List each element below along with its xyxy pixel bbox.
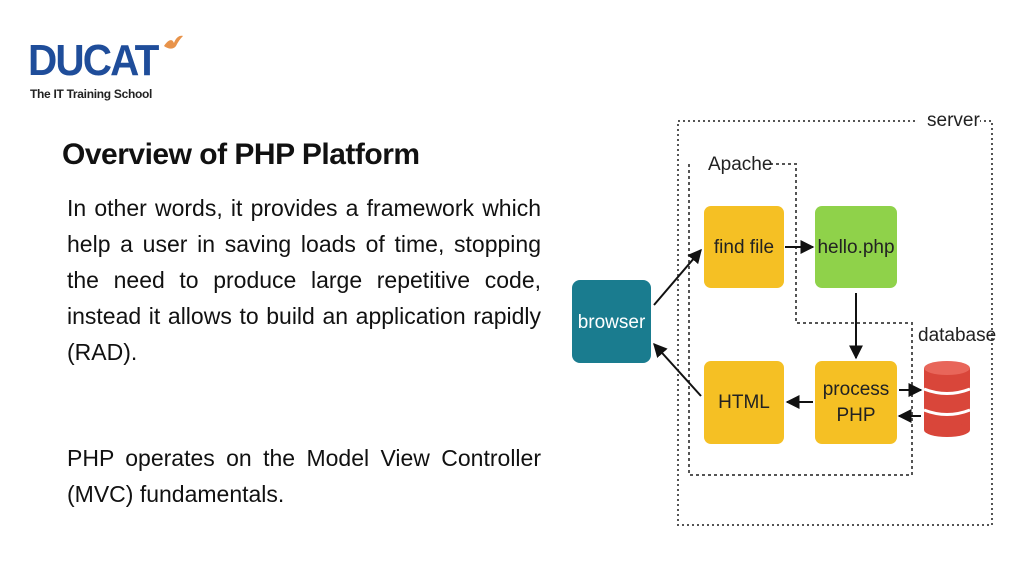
- find-file-label: find file: [714, 237, 774, 258]
- html-box: [704, 361, 784, 444]
- find-file-box: [704, 206, 784, 288]
- arrow-browser-to-find-file: [653, 248, 702, 306]
- server-label: server: [927, 110, 980, 131]
- logo-brand: DUCAT: [28, 36, 159, 85]
- apache-label: Apache: [708, 154, 772, 175]
- php-request-diagram: server Apache browser find file hello.ph…: [572, 110, 996, 526]
- bird-icon: [164, 35, 183, 49]
- browser-box: [572, 280, 651, 363]
- database-label: database: [918, 325, 996, 346]
- database-icon: [923, 361, 971, 437]
- browser-label: browser: [578, 312, 646, 333]
- paragraph-rad: In other words, it provides a framework …: [67, 195, 541, 365]
- process-php-box: [815, 361, 897, 444]
- server-boundary: [677, 120, 993, 526]
- process-php-label-2: PHP: [836, 405, 875, 426]
- logo-tagline: The IT Training School: [30, 87, 153, 101]
- ducat-logo: DUCAT The IT Training School: [28, 34, 198, 104]
- hello-php-label: hello.php: [817, 237, 894, 258]
- hello-php-box: [815, 206, 897, 288]
- apache-boundary: [688, 163, 913, 476]
- arrow-html-to-browser: [653, 342, 702, 397]
- process-php-label-1: process: [823, 379, 890, 400]
- slide-title: Overview of PHP Platform: [62, 138, 420, 171]
- paragraph-mvc: PHP operates on the Model View Controlle…: [67, 445, 541, 507]
- html-label: HTML: [718, 392, 770, 413]
